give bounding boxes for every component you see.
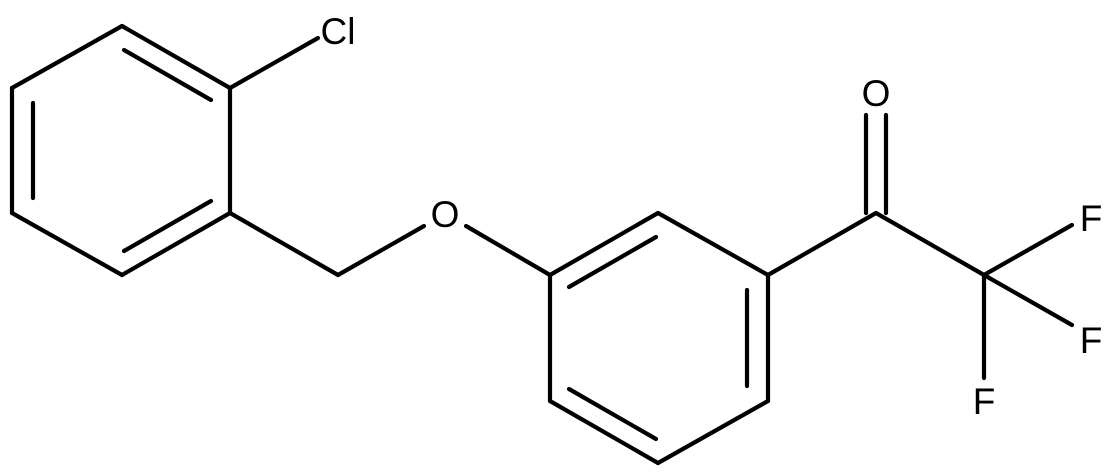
aryl-carbonyl-bond — [765, 210, 879, 278]
ring-b-bond-5-inner — [566, 386, 659, 442]
chlorobenzene-ring — [9, 23, 233, 278]
ring-b-bond-1-inner — [566, 234, 659, 290]
c-cl-bond — [227, 35, 321, 91]
phenyl-ring — [547, 210, 771, 466]
ring-a-bond-3 — [119, 210, 233, 278]
ch2-o-bond — [335, 223, 427, 278]
ring-a-bond-4 — [9, 210, 125, 278]
carbonyl-oxygen-label: O — [862, 73, 891, 114]
carbonyl-cf3-bond — [873, 210, 987, 278]
c-f2-bond — [981, 272, 1075, 328]
ring-b-bond-1 — [547, 210, 661, 278]
ring-b-bond-2 — [655, 210, 771, 278]
ring-a-bond-1-inner — [121, 47, 214, 103]
ring-a-bond-6 — [9, 23, 125, 91]
fluorine-label-3: F — [973, 381, 996, 422]
benzyl-ch2-bond — [227, 210, 341, 278]
ring-b-bond-5 — [547, 398, 661, 466]
fluorine-label-1: F — [1080, 198, 1103, 239]
chlorine-label: Cl — [321, 11, 356, 52]
o-aryl-bond — [463, 223, 553, 278]
ring-a-bond-3-inner — [121, 198, 214, 254]
c-f1-bond — [981, 222, 1075, 278]
ring-a-bond-1 — [119, 23, 233, 91]
fluorine-label-2: F — [1080, 320, 1103, 361]
ring-b-bond-4 — [655, 398, 771, 466]
ether-oxygen-label: O — [431, 194, 460, 235]
